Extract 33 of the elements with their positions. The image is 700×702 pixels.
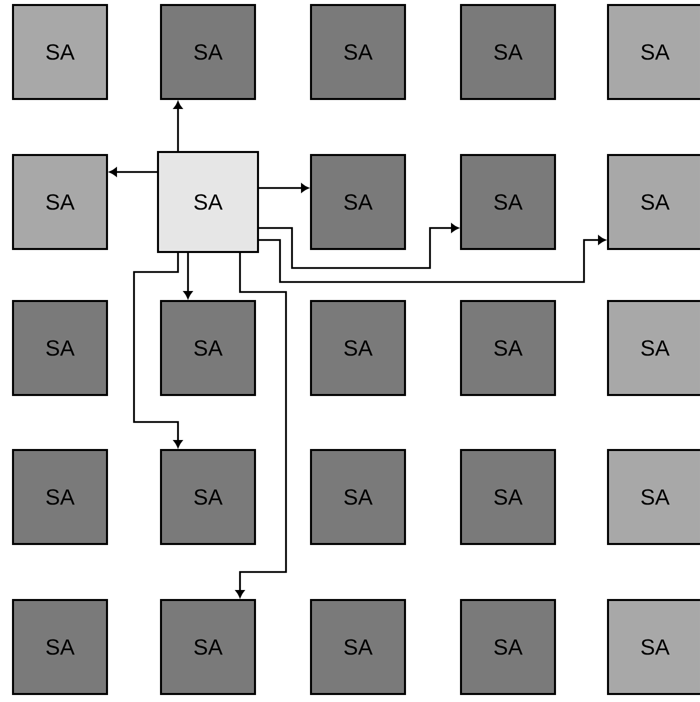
sa-box: SA	[460, 300, 556, 396]
sa-box: SA	[310, 154, 406, 250]
sa-box: SA	[12, 449, 108, 545]
sa-box: SA	[310, 449, 406, 545]
sa-box: SA	[607, 154, 700, 250]
sa-box: SA	[12, 300, 108, 396]
sa-box: SA	[12, 154, 108, 250]
sa-box: SA	[460, 4, 556, 100]
sa-box: SA	[607, 4, 700, 100]
sa-box: SA	[607, 300, 700, 396]
sa-box: SA	[12, 4, 108, 100]
arrow	[236, 253, 287, 598]
arrow	[259, 224, 459, 269]
arrow	[133, 253, 182, 448]
sa-box: SA	[12, 599, 108, 695]
sa-box: SA	[310, 4, 406, 100]
sa-box: SA	[160, 449, 256, 545]
arrow	[184, 253, 192, 299]
sa-box: SA	[160, 599, 256, 695]
sa-box: SA	[160, 300, 256, 396]
sa-box: SA	[310, 599, 406, 695]
arrow	[174, 102, 182, 151]
sa-box: SA	[607, 449, 700, 545]
sa-box: SA	[460, 599, 556, 695]
sa-box: SA	[310, 300, 406, 396]
arrow	[259, 184, 309, 192]
sa-box: SA	[460, 154, 556, 250]
sa-box: SA	[160, 4, 256, 100]
sa-box: SA	[607, 599, 700, 695]
sa-box: SA	[460, 449, 556, 545]
sa-box: SA	[157, 151, 259, 253]
arrow	[109, 168, 157, 176]
arrow	[259, 236, 606, 283]
